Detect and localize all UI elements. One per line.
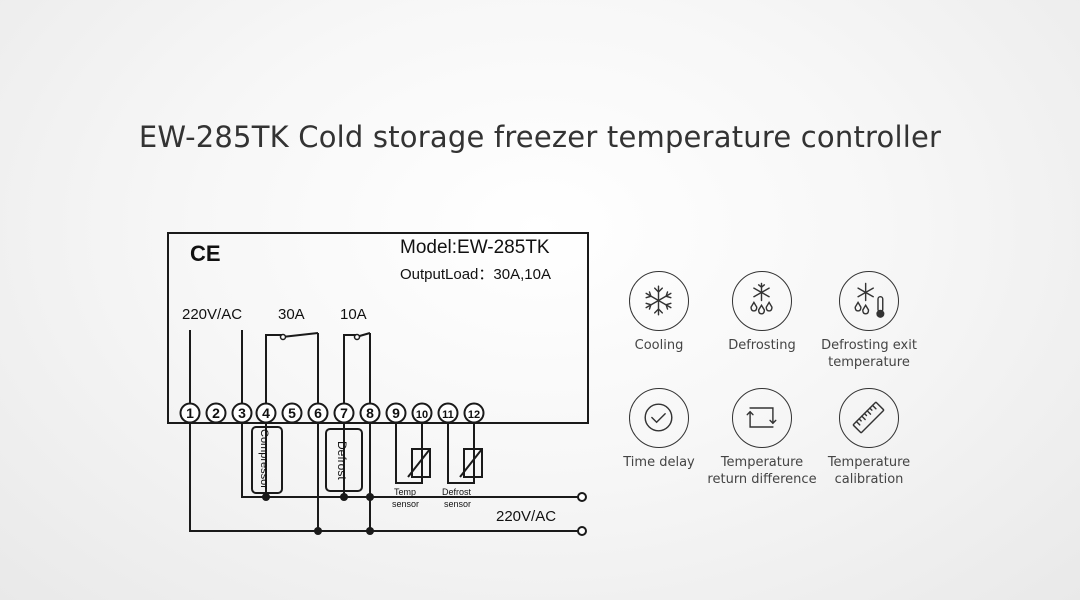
mains-label: 220V/AC [496, 508, 556, 525]
clock-icon [629, 388, 689, 448]
ce-mark: CE [190, 241, 221, 266]
feature-label: Temperature calibration [827, 455, 911, 487]
feature-cooling: Cooling [599, 271, 719, 354]
terminal-6-circle [307, 402, 329, 424]
terminal-9-label: 9 [392, 405, 400, 421]
feature-label: Temperature return difference [707, 455, 817, 487]
defrost-box [325, 428, 363, 492]
terminal-3-circle [231, 402, 253, 424]
terminal-1-label: 1 [186, 405, 194, 421]
controller-box [167, 232, 589, 424]
output-load-label: OutputLoad：30A,10A [400, 266, 551, 283]
return-difference-icon [732, 388, 792, 448]
terminal-1-circle [179, 402, 201, 424]
relay1-rating: 30A [278, 306, 305, 323]
terminal-2-label: 2 [212, 405, 220, 421]
compressor-box [251, 426, 283, 494]
model-label: Model:EW-285TK [400, 237, 550, 258]
terminal-3-label: 3 [238, 405, 246, 421]
terminal-8-circle [359, 402, 381, 424]
terminal-6-label: 6 [314, 405, 322, 421]
temp-sensor-label-1: Temp [394, 487, 416, 497]
terminal-12-circle [463, 402, 485, 424]
feature-calibration: Temperature calibration [809, 388, 929, 488]
terminal-11-circle [437, 402, 459, 424]
defrost-label: Defrost [335, 441, 349, 480]
terminal-9-circle [385, 402, 407, 424]
defrost-icon [732, 271, 792, 331]
feature-defrosting: Defrosting [702, 271, 822, 354]
feature-label: Time delay [623, 455, 695, 470]
defrost-exit-temp-icon [839, 271, 899, 331]
defrost-sensor-box [463, 448, 483, 478]
ruler-icon [839, 388, 899, 448]
terminal-10-label: 10 [416, 409, 428, 421]
feature-return-difference: Temperature return difference [702, 388, 822, 488]
page-title: EW-285TK Cold storage freezer temperatur… [138, 120, 942, 154]
terminal-12-label: 12 [468, 409, 480, 421]
feature-label: Defrosting [728, 338, 796, 353]
feature-defrost-exit: Defrosting exit temperature [809, 271, 929, 371]
terminal-7-circle [333, 402, 355, 424]
defrost-sensor-label-2: sensor [444, 499, 471, 509]
terminal-5-circle [281, 402, 303, 424]
terminal-8-label: 8 [366, 405, 374, 421]
terminal-11-label: 11 [442, 409, 454, 421]
defrost-sensor-label-1: Defrost [442, 487, 472, 497]
supply-label: 220V/AC [182, 306, 242, 323]
feature-time-delay: Time delay [599, 388, 719, 471]
temp-sensor-box [411, 448, 431, 478]
relay2-rating: 10A [340, 306, 367, 323]
terminal-7-label: 7 [340, 405, 348, 421]
compressor-label: Compressor [258, 429, 270, 489]
snowflake-icon [629, 271, 689, 331]
terminal-10-circle [411, 402, 433, 424]
terminal-2-circle [205, 402, 227, 424]
temp-sensor-label-2: sensor [392, 499, 419, 509]
terminal-4-circle [255, 402, 277, 424]
terminal-5-label: 5 [288, 405, 296, 421]
feature-label: Cooling [634, 338, 684, 353]
feature-label: Defrosting exit temperature [821, 338, 917, 370]
terminal-4-label: 4 [262, 405, 270, 421]
